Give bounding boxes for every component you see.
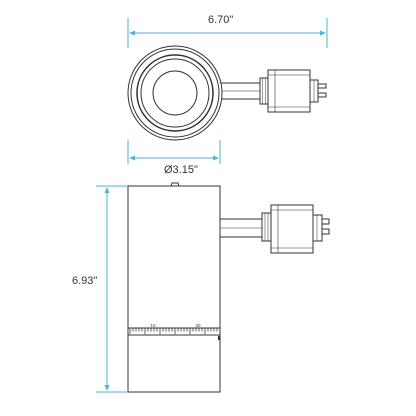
side-cylinder-body xyxy=(127,185,221,393)
scale-ticks xyxy=(129,328,218,334)
overall-height-label: 6.93" xyxy=(72,275,98,287)
top-view xyxy=(127,45,327,141)
dimension-lines xyxy=(96,18,328,393)
diameter-dimension-line xyxy=(127,140,221,164)
side-arm xyxy=(219,218,267,238)
top-track-adapter xyxy=(259,69,327,113)
scale-mark-left: 10 xyxy=(150,323,156,328)
height-dimension-line xyxy=(96,185,127,393)
side-top-bump xyxy=(170,182,180,187)
side-view: 10 30 xyxy=(127,182,330,393)
side-track-adapter xyxy=(261,204,330,254)
overall-width-label: 6.70" xyxy=(208,14,234,26)
scale-mark-right: 30 xyxy=(195,323,201,328)
top-head-rings xyxy=(127,45,223,141)
width-dimension-line xyxy=(127,18,328,48)
aiming-scale-band xyxy=(128,327,220,340)
head-diameter-label: Ø3.15" xyxy=(164,164,198,176)
